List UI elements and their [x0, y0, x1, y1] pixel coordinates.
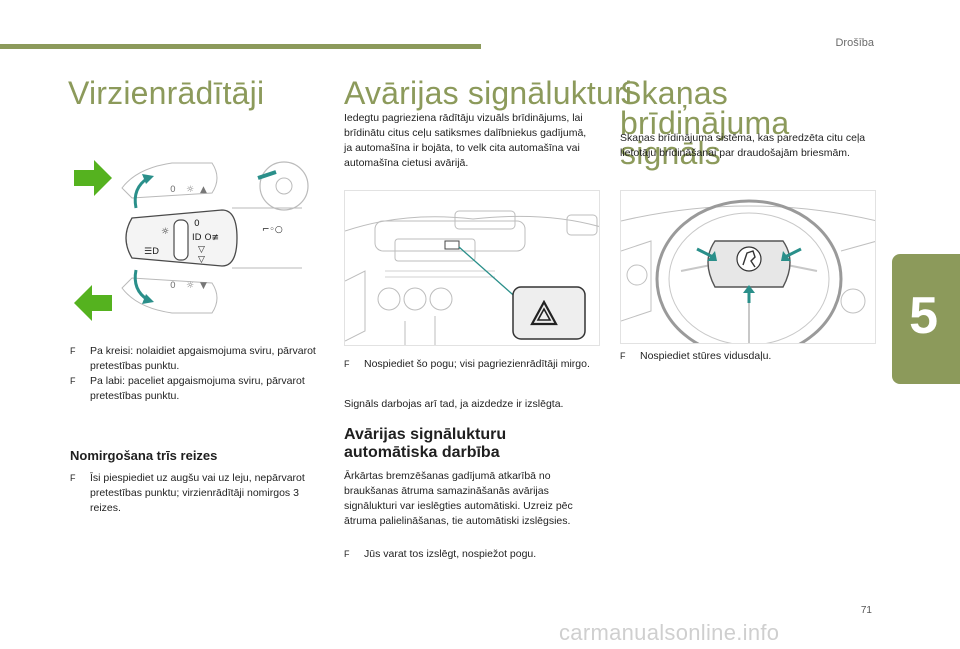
col2-intro: Iedegtu pagrieziena rādītāju vizuāls brī… — [344, 112, 587, 169]
svg-text:▽: ▽ — [198, 245, 205, 255]
bullet-glyph: F — [70, 346, 76, 356]
col2-bullets: F Nospiediet šo pogu; visi pagriezienrādī… — [344, 357, 598, 372]
svg-text:0: 0 — [170, 185, 176, 195]
list-item: F Pa kreisi: nolaidiet apgaismojuma sviru… — [70, 344, 318, 374]
svg-text:⌐◦○: ⌐◦○ — [262, 225, 283, 235]
col1-sub-bullets: F Īsi piespiediet uz augšu vai uz leju, n… — [70, 471, 310, 516]
list-item: F Jūs varat tos izslēgt, nospiežot pogu. — [344, 547, 598, 562]
svg-text:☰D: ☰D — [144, 247, 159, 257]
svg-text:ID O≢: ID O≢ — [192, 233, 219, 243]
svg-text:▲: ▲ — [200, 185, 207, 195]
bullet-glyph: F — [344, 359, 350, 369]
page-number: 71 — [860, 605, 872, 616]
header-accent-bar — [0, 44, 481, 49]
title-horn: Skaņas brīdinājuma signāls — [620, 75, 790, 171]
dashboard-hazard-figure — [344, 190, 600, 346]
list-item: F Īsi piespiediet uz augšu vai uz leju, n… — [70, 471, 310, 516]
bullet-glyph: F — [344, 549, 350, 559]
subheading-auto-hazard: Avārijas signālukturu automātiska darbīb… — [344, 426, 507, 461]
bullet-text: Nospiediet stūres vidusdaļu. — [640, 350, 772, 362]
svg-text:▼: ▼ — [200, 281, 207, 291]
svg-text:☼: ☼ — [161, 227, 169, 237]
bullet-glyph: F — [70, 473, 76, 483]
list-item: F Nospiediet stūres vidusdaļu. — [620, 349, 874, 364]
subheading-three-flashes: Nomirgošana trīs reizes — [70, 448, 218, 463]
svg-text:▽: ▽ — [198, 255, 205, 265]
col2-bullets2: F Jūs varat tos izslēgt, nospiežot pogu. — [344, 547, 598, 562]
svg-text:0: 0 — [170, 281, 176, 291]
steering-wheel-horn-figure — [620, 190, 876, 344]
left-arrow-icon — [74, 285, 112, 321]
list-item: F Nospiediet šo pogu; visi pagriezienrādī… — [344, 357, 598, 372]
bullet-text: Pa kreisi: nolaidiet apgaismojuma sviru,… — [90, 345, 316, 372]
chapter-tab — [892, 254, 960, 384]
svg-text:☼: ☼ — [186, 185, 194, 195]
list-item: F Pa labi: paceliet apgaismojuma sviru, p… — [70, 374, 318, 404]
col1-bullets: F Pa kreisi: nolaidiet apgaismojuma sviru… — [70, 344, 318, 404]
bullet-glyph: F — [70, 376, 76, 386]
chapter-number: 5 — [909, 287, 938, 345]
hazard-warning-icon — [530, 300, 558, 326]
bullet-text: Nospiediet šo pogu; visi pagriezienrādīt… — [364, 358, 590, 370]
watermark: carmanualsonline.info — [559, 620, 780, 645]
bullet-glyph: F — [620, 351, 626, 361]
bullet-text: Īsi piespiediet uz augšu vai uz leju, ne… — [90, 472, 305, 514]
peugeot-lion-logo — [742, 250, 756, 268]
svg-text:0: 0 — [194, 219, 200, 229]
title-turn-signals: Virzienrādītāji — [68, 75, 265, 111]
col3-bullets: F Nospiediet stūres vidusdaļu. — [620, 349, 874, 364]
col2-note: Signāls darbojas arī tad, ja aizdedze ir… — [344, 398, 564, 410]
bullet-text: Jūs varat tos izslēgt, nospiežot pogu. — [364, 548, 537, 560]
col3-intro: Skaņas brīdinājuma sistēma, kas paredzēt… — [620, 132, 866, 159]
title-hazard-lights: Avārijas signālukturi — [344, 75, 633, 111]
bullet-text: Pa labi: paceliet apgaismojuma sviru, pā… — [90, 375, 305, 402]
right-arrow-icon — [74, 160, 112, 196]
col2-body: Ārkārtas bremzēšanas gadījumā atkarībā n… — [344, 470, 573, 527]
section-label: Drošība — [835, 37, 874, 49]
svg-text:☼: ☼ — [186, 281, 194, 291]
